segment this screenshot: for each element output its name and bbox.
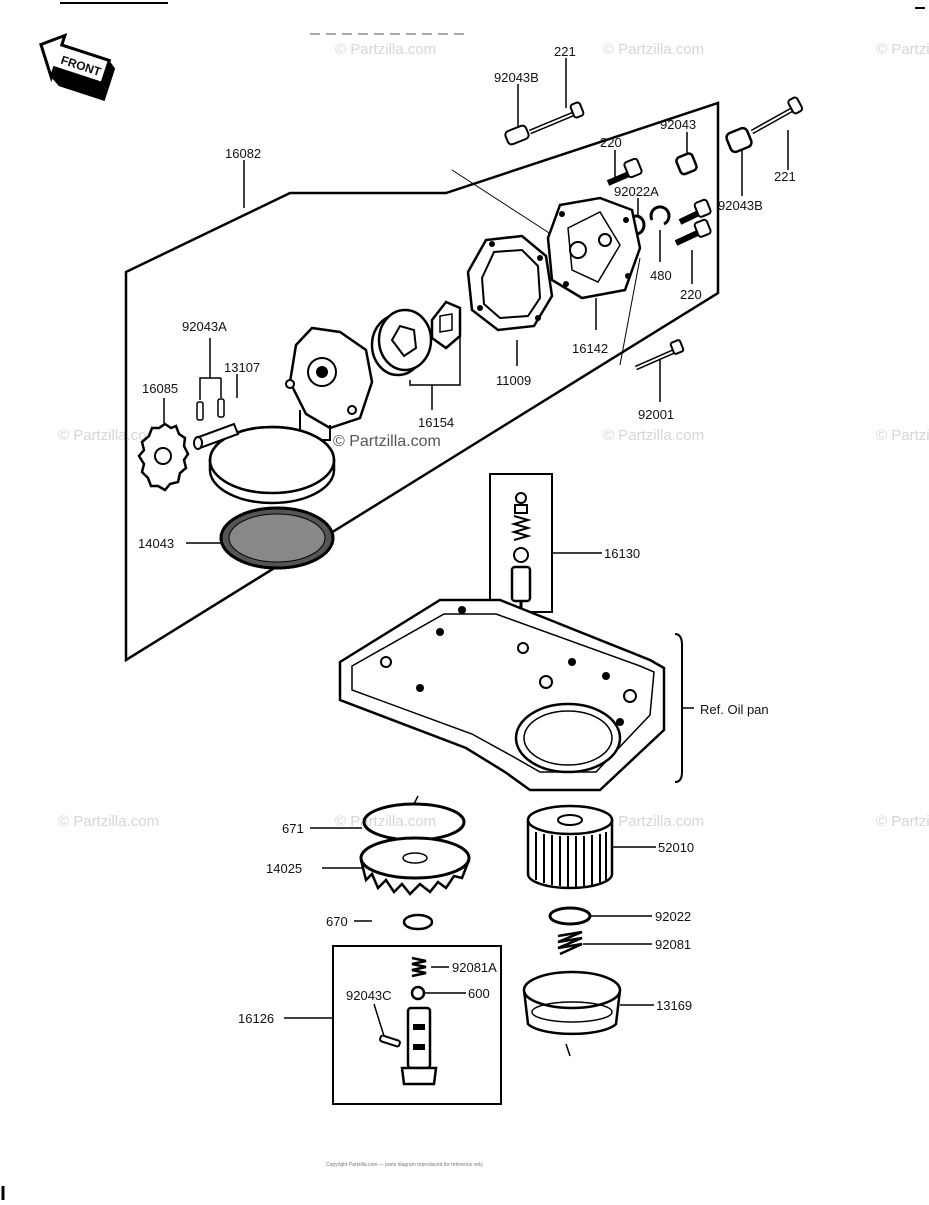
- bolt-220-c: [674, 218, 712, 246]
- label-92022: 92022: [655, 909, 691, 924]
- oil-filter-52010: [526, 804, 614, 890]
- oil-pump-group-outline: [124, 101, 720, 663]
- valve-body-16126: [400, 1006, 438, 1086]
- guide-line-2: [619, 257, 641, 366]
- label-92043a: 92043A: [182, 319, 227, 334]
- bolt-221-top: [529, 101, 585, 135]
- circlip-480: [649, 205, 671, 226]
- label-92043c: 92043C: [346, 988, 392, 1003]
- ball-600: [410, 985, 426, 1001]
- oil-screen-14043: [219, 506, 335, 570]
- watermark-2: © Partzilla.com: [603, 41, 704, 58]
- dowel-92043b-right: [725, 126, 753, 154]
- label-16130: 16130: [604, 546, 640, 561]
- pump-body: [285, 326, 374, 441]
- strainer-housing: [208, 425, 336, 505]
- pin-92001: [634, 339, 685, 371]
- label-ref-oil-pan: Ref. Oil pan: [700, 702, 769, 717]
- watermark-9: © Partzilla.com: [603, 813, 704, 830]
- dowel-92043b-top: [504, 124, 530, 146]
- label-92043b-top: 92043B: [494, 70, 539, 85]
- bolt-220-a: [606, 157, 643, 186]
- rotor-outer-16154: [370, 308, 433, 377]
- watermark-10: © Partzilla.com: [876, 813, 929, 830]
- watermark-3: © Partzilla.com: [876, 41, 929, 58]
- label-52010: 52010: [658, 840, 694, 855]
- label-220-bottom: 220: [680, 287, 702, 302]
- watermark-5: © Partzilla.com: [603, 427, 704, 444]
- label-13107: 13107: [224, 360, 260, 375]
- watermarks: © Partzilla.com © Partzilla.com © Partzi…: [58, 41, 929, 830]
- pin-92043a-2: [217, 398, 225, 418]
- spring-92081: [557, 930, 583, 956]
- gasket-11009: [466, 234, 554, 332]
- front-arrow-icon: FRONT: [39, 32, 116, 101]
- label-92043: 92043: [660, 117, 696, 132]
- label-220-top: 220: [600, 135, 622, 150]
- pump-cover-16142: [546, 196, 642, 300]
- label-11009: 11009: [496, 373, 531, 388]
- watermark-6: © Partzilla.com: [876, 427, 929, 444]
- watermark-8: © Partzilla.com: [335, 813, 436, 830]
- leader-lines: [163, 58, 789, 1037]
- label-480: 480: [650, 268, 672, 283]
- label-13169: 13169: [656, 998, 692, 1013]
- o-ring-mark: [413, 795, 419, 805]
- label-221-top: 221: [554, 44, 576, 59]
- cover-14025: [359, 836, 471, 896]
- label-92081a: 92081A: [452, 960, 497, 975]
- label-92022a: 92022A: [614, 184, 659, 199]
- watermark-1: © Partzilla.com: [335, 41, 436, 58]
- watermark-4: © Partzilla.com: [58, 427, 159, 444]
- sprocket-16085: [137, 422, 190, 492]
- label-16126: 16126: [238, 1011, 274, 1026]
- label-600: 600: [468, 986, 490, 1001]
- label-671: 671: [282, 821, 304, 836]
- guide-line-1: [451, 169, 561, 241]
- rotor-inner-16154: [430, 300, 462, 350]
- label-670: 670: [326, 914, 348, 929]
- watermark-7: © Partzilla.com: [58, 813, 159, 830]
- part-labels: 221 92043B 92043 16082 220 92022A 221 92…: [138, 44, 796, 1026]
- label-16142: 16142: [572, 341, 608, 356]
- label-92043b-right: 92043B: [718, 198, 763, 213]
- filter-cover-13169: [522, 970, 622, 1057]
- shaft-13107: [193, 422, 240, 450]
- spring-92081a: [411, 956, 427, 978]
- label-16154: 16154: [418, 415, 454, 430]
- bolt-220-b: [678, 198, 712, 225]
- bypass-valve-box: [332, 945, 502, 1105]
- label-92081: 92081: [655, 937, 691, 952]
- watermark-center: © Partzilla.com: [333, 433, 441, 450]
- label-16082: 16082: [225, 146, 261, 161]
- pin-92043c: [379, 1034, 401, 1048]
- oil-pan-bracket: [674, 633, 683, 783]
- washer-92022: [548, 906, 592, 926]
- label-92001: 92001: [638, 407, 674, 422]
- bolt-221-right: [750, 96, 804, 135]
- label-14025: 14025: [266, 861, 302, 876]
- label-14043: 14043: [138, 536, 174, 551]
- pin-92043a-1: [196, 401, 204, 421]
- label-16085: 16085: [142, 381, 178, 396]
- footer-fine-print: Copyright Partzilla.com — parts diagram …: [326, 1162, 483, 1168]
- o-ring-670: [402, 913, 434, 931]
- oil-pan: [338, 598, 666, 792]
- dowel-92043: [675, 152, 698, 176]
- leader-92043a: [199, 338, 211, 400]
- label-221-right: 221: [774, 169, 796, 184]
- rotor-bracket: [409, 330, 461, 386]
